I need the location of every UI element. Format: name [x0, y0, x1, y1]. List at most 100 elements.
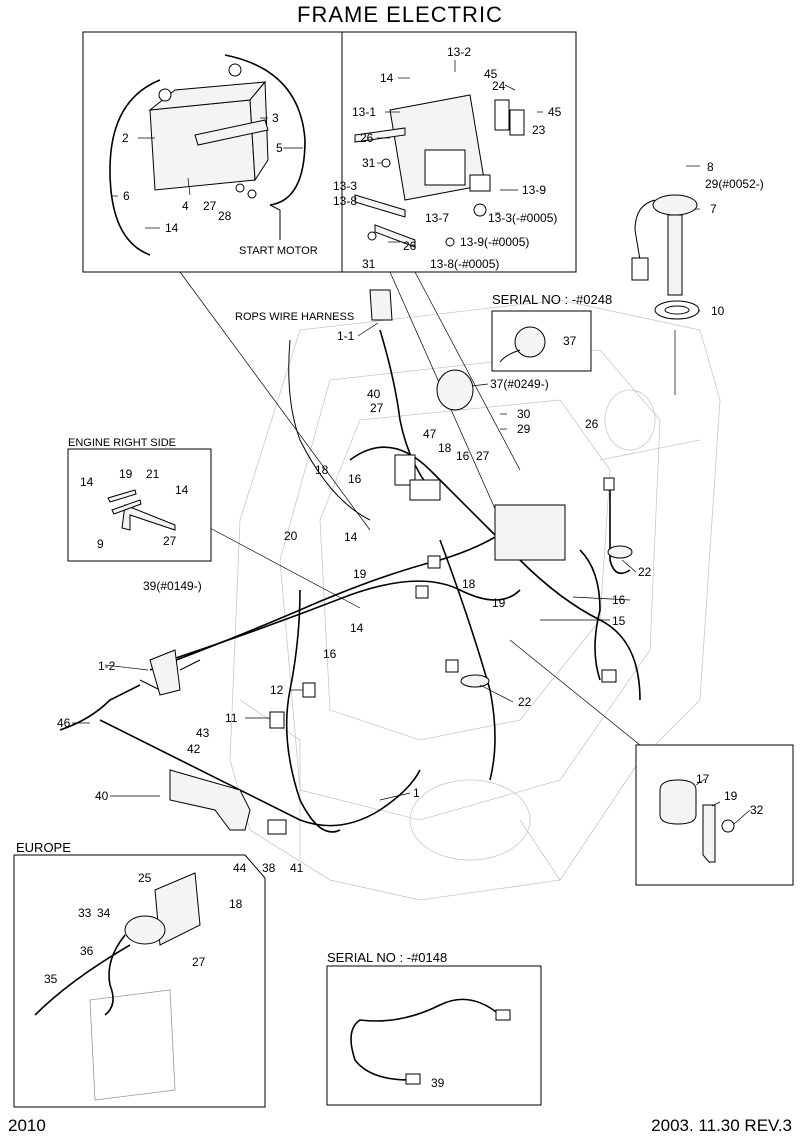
- section-label-serial-0148: SERIAL NO : -#0148: [327, 950, 447, 965]
- callout-16a: 16: [348, 472, 362, 486]
- callout-13-3: 13-3: [333, 179, 357, 193]
- callout-14b: 14: [380, 71, 394, 85]
- section-label-serial-0248: SERIAL NO : -#0248: [492, 292, 612, 307]
- callout-13-2: 13-2: [447, 45, 471, 59]
- callout-13-9b: 13-9(-#0005): [460, 235, 529, 249]
- callout-19c: 19: [492, 596, 506, 610]
- callout-41: 41: [290, 861, 304, 875]
- callout-13-3b: 13-3(-#0005): [488, 211, 557, 225]
- callout-27b: 27: [370, 401, 384, 415]
- callout-32: 32: [750, 803, 764, 817]
- callout-14c: 14: [80, 475, 94, 489]
- callout-10: 10: [711, 304, 725, 318]
- battery-inset: [82, 31, 577, 273]
- callout-7: 7: [710, 202, 717, 216]
- callout-24: 24: [492, 79, 506, 93]
- callout-46: 46: [57, 716, 71, 730]
- serial-0248-inset: [491, 310, 592, 372]
- callout-2: 2: [122, 131, 129, 145]
- callout-25: 25: [138, 871, 152, 885]
- callout-leaders: [72, 60, 751, 825]
- callout-12: 12: [270, 683, 284, 697]
- callout-14f: 14: [350, 621, 364, 635]
- callout-1: 1: [413, 786, 420, 800]
- callout-14a: 14: [165, 221, 179, 235]
- callout-27d: 27: [163, 534, 177, 548]
- callout-3: 3: [272, 111, 279, 125]
- callout-27e: 27: [192, 955, 206, 969]
- callout-26b: 26: [403, 239, 417, 253]
- callout-13-8: 13-8: [333, 194, 357, 208]
- callout-42: 42: [187, 742, 201, 756]
- battery: [149, 99, 256, 191]
- callout-16d: 16: [323, 647, 337, 661]
- inset-leaders: [179, 271, 676, 746]
- main-harness: [59, 289, 641, 835]
- callout-1-2: 1-2: [98, 659, 116, 673]
- callout-26a: 26: [360, 131, 374, 145]
- callout-16c: 16: [612, 593, 626, 607]
- callout-31b: 31: [362, 257, 376, 271]
- callout-37: 37: [563, 334, 577, 348]
- clip-inset: [635, 744, 794, 886]
- callout-20: 20: [284, 529, 298, 543]
- callout-35: 35: [44, 972, 58, 986]
- callout-18b: 18: [315, 463, 329, 477]
- battery-cable-negative: [109, 79, 161, 256]
- section-label-europe: EUROPE: [16, 840, 71, 855]
- callout-45a: 45: [484, 67, 498, 81]
- callout-5: 5: [276, 141, 283, 155]
- callout-31a: 31: [362, 156, 376, 170]
- callout-22b: 22: [518, 695, 532, 709]
- callout-29b: 29: [517, 422, 531, 436]
- callout-23: 23: [532, 123, 546, 137]
- callout-26c: 26: [585, 417, 599, 431]
- callout-17: 17: [696, 772, 710, 786]
- callout-40a: 40: [367, 387, 381, 401]
- callout-13-8b: 13-8(-#0005): [430, 257, 499, 271]
- page-title: FRAME ELECTRIC: [297, 2, 503, 27]
- callout-13-7: 13-7: [425, 211, 449, 225]
- section-label-rops: ROPS WIRE HARNESS: [235, 311, 354, 323]
- serial-0148-inset: [326, 965, 542, 1106]
- callout-11: 11: [225, 711, 238, 725]
- callout-6: 6: [123, 189, 130, 203]
- callout-8: 8: [707, 160, 714, 174]
- callout-28: 28: [218, 209, 232, 223]
- callout-15: 15: [612, 614, 626, 628]
- callout-47: 47: [423, 427, 437, 441]
- callout-37b: 37(#0249-): [490, 377, 549, 391]
- page-code: 2010: [8, 1116, 46, 1135]
- callout-19a: 19: [119, 467, 133, 481]
- engine-right-side-inset: [67, 448, 212, 562]
- callout-18d: 18: [229, 897, 243, 911]
- callout-27c: 27: [476, 449, 490, 463]
- callout-36: 36: [80, 944, 94, 958]
- callout-1-1: 1-1: [337, 329, 355, 343]
- callout-18a: 18: [438, 441, 452, 455]
- callout-14d: 14: [175, 483, 189, 497]
- battery-cable-positive: [224, 54, 306, 206]
- callout-13-1: 13-1: [352, 105, 376, 119]
- callout-29: 29(#0052-): [705, 177, 764, 191]
- callout-39: 39(#0149-): [143, 579, 202, 593]
- callout-4: 4: [182, 199, 189, 213]
- callout-43: 43: [196, 726, 210, 740]
- callout-16b: 16: [456, 449, 470, 463]
- callout-21: 21: [146, 467, 160, 481]
- section-label-engine-right-side: ENGINE RIGHT SIDE: [68, 437, 176, 449]
- callout-labels: 2 3 4 5 6 14 27 28 13-2 14 45 24 45 13-1…: [44, 45, 764, 1090]
- callout-22a: 22: [638, 565, 652, 579]
- europe-inset: [13, 854, 266, 1108]
- revision-date: 2003. 11.30 REV.3: [651, 1116, 792, 1135]
- callout-19d: 19: [724, 789, 738, 803]
- callout-30: 30: [517, 407, 531, 421]
- callout-9: 9: [97, 537, 104, 551]
- callout-40b: 40: [95, 789, 109, 803]
- machine-frame-outline: [229, 299, 721, 901]
- callout-39b: 39: [431, 1076, 445, 1090]
- section-label-start-motor: START MOTOR: [239, 245, 318, 257]
- fuel-sender: [631, 194, 700, 320]
- callout-13-9: 13-9: [522, 183, 546, 197]
